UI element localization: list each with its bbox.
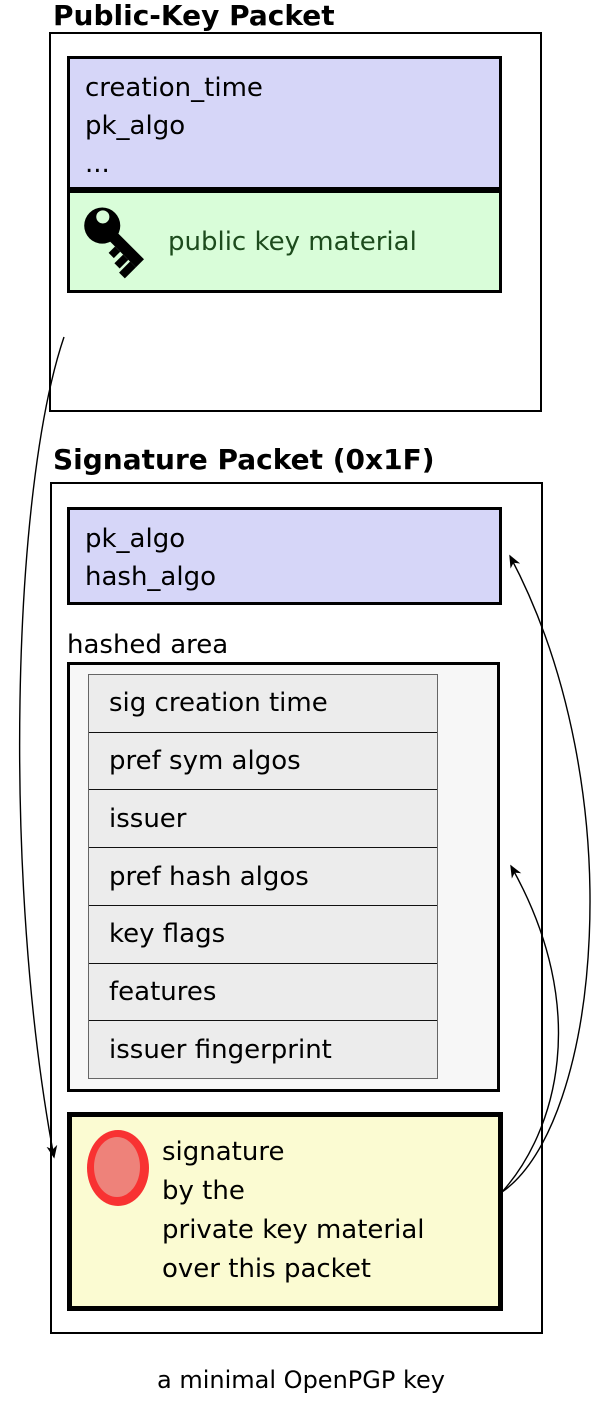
signature-header-fields: pk_algo hash_algo — [67, 507, 502, 605]
key-icon — [76, 201, 158, 283]
subpacket-issuer: issuer — [89, 789, 437, 847]
subpacket-issuer-fingerprint: issuer fingerprint — [89, 1020, 437, 1078]
subpacket-sig-creation-time: sig creation time — [109, 688, 328, 719]
signature-packet-title: Signature Packet (0x1F) — [53, 443, 435, 476]
public-key-material-box: public key material — [67, 190, 502, 293]
hashed-area-box: sig creation time pref sym algos issuer … — [67, 662, 500, 1092]
signature-line: over this packet — [162, 1254, 372, 1284]
signature-line: by the — [162, 1176, 245, 1206]
subpacket-features: features — [89, 962, 437, 1021]
signature-line: signature — [162, 1137, 285, 1167]
seal-icon — [80, 1125, 156, 1211]
public-key-header-fields: creation_time pk_algo ... — [67, 56, 502, 190]
field-pk-algo: pk_algo — [85, 524, 186, 554]
public-key-material-label: public key material — [168, 226, 417, 257]
field-hash-algo: hash_algo — [85, 562, 217, 592]
field-pk-algo: pk_algo — [85, 111, 186, 141]
signature-value-box: signature by the private key material ov… — [67, 1112, 503, 1311]
signature-line: private key material — [162, 1215, 425, 1245]
hashed-area-label: hashed area — [67, 630, 229, 660]
signature-description: signature by the private key material ov… — [162, 1133, 425, 1289]
diagram-caption: a minimal OpenPGP key — [157, 1366, 445, 1394]
subpacket-key-flags: key flags — [89, 904, 437, 963]
public-key-packet-title: Public-Key Packet — [53, 0, 335, 32]
field-creation-time: creation_time — [85, 73, 263, 103]
subpacket-pref-sym-algos: pref sym algos — [89, 731, 437, 790]
hashed-subpacket-list: sig creation time pref sym algos issuer … — [88, 674, 438, 1079]
subpacket-pref-hash-algos: pref hash algos — [89, 847, 437, 905]
field-ellipsis: ... — [85, 149, 110, 179]
